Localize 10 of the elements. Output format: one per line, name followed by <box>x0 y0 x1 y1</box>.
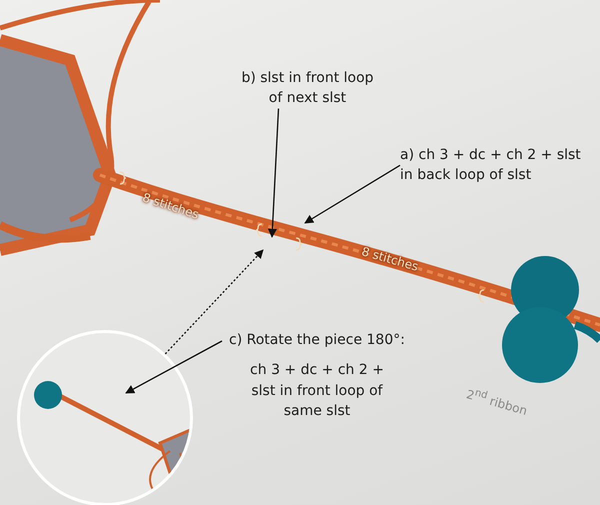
arrow <box>268 108 280 238</box>
step-heading: c) Rotate the piece 180°: <box>228 331 406 350</box>
arrow <box>164 249 264 354</box>
arrow <box>125 340 222 394</box>
arrow <box>304 164 400 224</box>
instruction-text: a) ch 3 + dc + ch 2 + slst in back loop of slst <box>400 146 582 186</box>
stitch-count-label: 8 stitches <box>140 190 201 222</box>
instruction-text: ch 3 + dc + ch 2 + slst in front loop of same slst <box>249 361 385 421</box>
stitch-count-label: 8 stitches <box>360 244 420 274</box>
instruction-text: b) slst in front loop of next slst <box>240 69 375 108</box>
